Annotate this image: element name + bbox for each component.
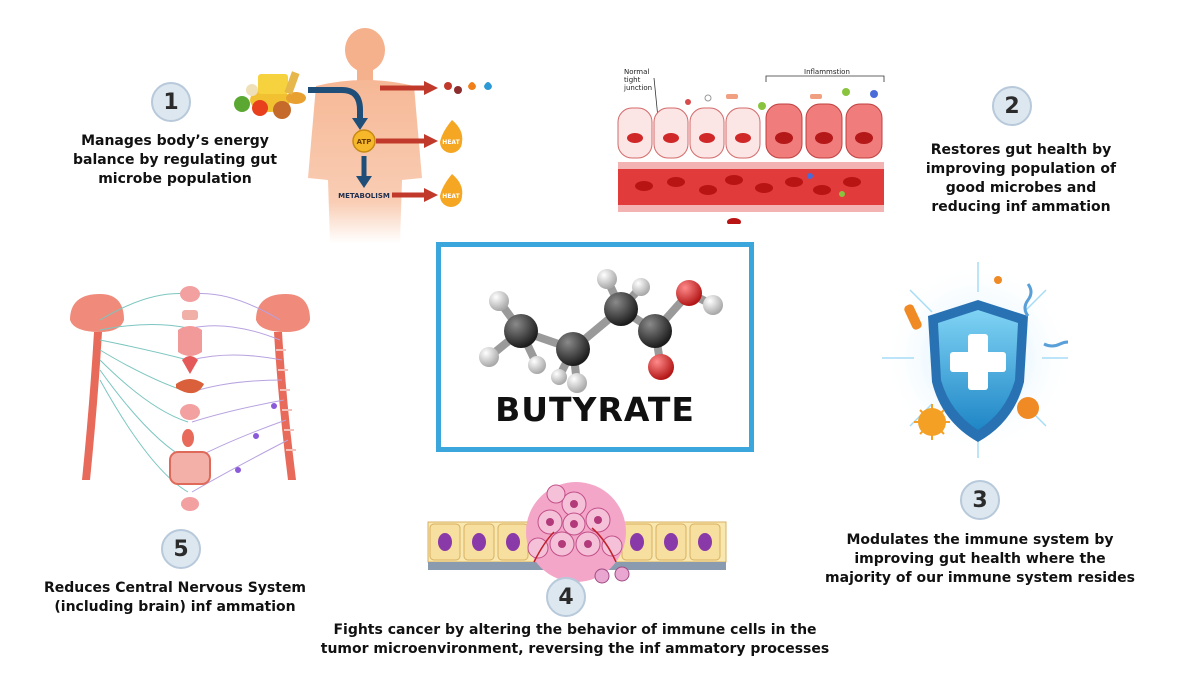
step-number-3: 3: [960, 480, 1000, 520]
item-2-caption: Restores gut health by improving populat…: [896, 141, 1146, 217]
gut-lining-illustration: Normal tight junction Inflammstion: [617, 68, 885, 224]
caption-line: Fights cancer by altering the behavior o…: [333, 622, 817, 638]
tumor-mass: [526, 482, 626, 582]
normal-junction-label: tight: [624, 76, 641, 84]
immune-shield-illustration: [882, 262, 1068, 458]
step-number-2: 2: [992, 86, 1032, 126]
body-energy-illustration: ATP HEAT METABOLISM HEAT: [234, 28, 492, 243]
item-1-caption: Manages body’s energy balance by regulat…: [50, 132, 300, 189]
item-4-caption: Fights cancer by altering the behavior o…: [290, 621, 860, 659]
caption-line: microbe population: [98, 171, 252, 187]
caption-line: Reduces Central Nervous System: [43, 580, 307, 596]
butyrate-box: BUTYRATE: [436, 242, 754, 452]
step-number-4: 4: [546, 577, 586, 617]
nervous-system-illustration: [70, 286, 310, 511]
caption-line: improving population of: [925, 161, 1117, 177]
caption-line: majority of our immune system resides: [825, 570, 1135, 586]
normal-junction-label: Normal: [624, 68, 649, 76]
caption-line: improving gut health where the: [854, 551, 1106, 567]
blood-cells: [635, 175, 861, 224]
food-icon: [234, 71, 306, 119]
item-5-caption: Reduces Central Nervous System (includin…: [30, 579, 320, 617]
heat-label-1: HEAT: [442, 139, 460, 146]
caption-line: reducing inf ammation: [931, 199, 1111, 215]
caption-line: Manages body’s energy: [81, 133, 269, 149]
caption-line: Modulates the immune system by: [846, 532, 1114, 548]
step-number-1: 1: [151, 82, 191, 122]
step-number-5: 5: [161, 529, 201, 569]
tumor-illustration: [427, 482, 727, 584]
atp-label: ATP: [357, 138, 372, 146]
butyrate-molecule: [479, 269, 723, 393]
caption-line: (including brain) inf ammation: [54, 599, 296, 615]
caption-line: good microbes and: [945, 180, 1097, 196]
caption-line: Restores gut health by: [930, 142, 1112, 158]
inflammation-label: Inflammstion: [804, 68, 850, 76]
item-3-caption: Modulates the immune system by improving…: [820, 531, 1140, 588]
caption-line: balance by regulating gut: [72, 152, 278, 168]
normal-junction-label: junction: [623, 84, 652, 92]
heat-label-2: HEAT: [442, 193, 460, 200]
butyrate-title: BUTYRATE: [495, 390, 695, 429]
caption-line: tumor microenvironment, reversing the in…: [320, 641, 830, 657]
organ-icons: [169, 286, 211, 511]
metabolism-label: METABOLISM: [338, 192, 390, 200]
epithelial-cells: [617, 88, 883, 159]
